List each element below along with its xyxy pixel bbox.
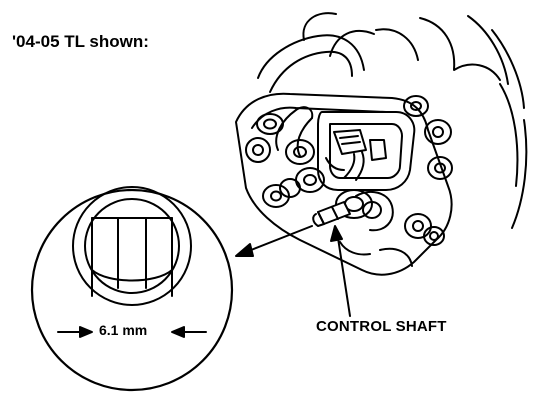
engine-assembly (235, 12, 528, 276)
control-shaft-label: CONTROL SHAFT (316, 318, 447, 335)
control-shaft-part (312, 189, 373, 227)
detail-leader-line (245, 225, 313, 253)
width-measurement-label: 6.1 mm (99, 322, 148, 338)
dimension-arrowhead-right (171, 326, 185, 338)
control-shaft-arrowhead (330, 225, 343, 242)
figure-caption: '04-05 TL shown: (12, 32, 149, 51)
detail-leader-arrowhead (235, 243, 254, 257)
control-shaft-leader-line (337, 237, 351, 317)
dimension-arrowhead-left (79, 326, 93, 338)
detail-magnifier (30, 186, 234, 392)
